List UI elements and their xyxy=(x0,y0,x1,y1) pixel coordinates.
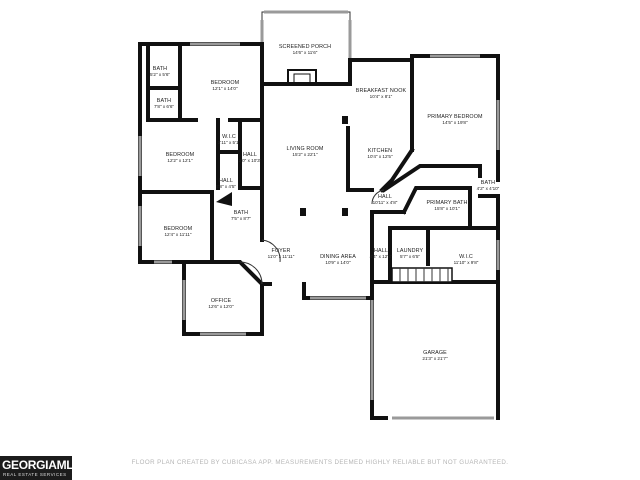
foyer-name: FOYER xyxy=(271,248,290,254)
bath-2-dim: 7'8" x 6'6" xyxy=(154,104,174,109)
bedroom-sw-dim: 12'4" x 11'11" xyxy=(164,232,191,237)
wic-small-name: W.I.C xyxy=(222,134,236,140)
wic-large-dim: 11'10" x 9'8" xyxy=(454,260,479,265)
bedroom-sw-name: BEDROOM xyxy=(164,226,193,232)
logo-sub-text: REAL ESTATE SERVICES xyxy=(3,472,67,477)
foyer-dim: 11'0" x 11'11" xyxy=(268,254,295,259)
hall-d-name: HALL xyxy=(374,248,388,254)
dining-area-dim: 10'9" x 14'0" xyxy=(325,260,351,265)
breakfast-nook-dim: 10'4" x 8'1" xyxy=(370,94,393,99)
screened-porch-name: SCREENED PORCH xyxy=(279,44,331,50)
hall-d-dim: 4'4" x 12'8" xyxy=(370,254,393,259)
bath-top-name: BATH xyxy=(153,66,167,72)
hall-c-name: HALL xyxy=(378,194,392,200)
office-dim: 12'6" x 12'0" xyxy=(208,304,234,309)
dining-area-name: DINING AREA xyxy=(320,254,356,260)
kitchen-dim: 10'4" x 12'5" xyxy=(367,154,393,159)
bedroom-nw-name: BEDROOM xyxy=(211,80,240,86)
fireplace xyxy=(287,69,317,85)
office-name: OFFICE xyxy=(211,298,232,304)
laundry-dim: 5'7" x 6'5" xyxy=(400,254,420,259)
wic-large-name: W.I.C xyxy=(459,254,473,260)
primary-bath-name: PRIMARY BATH xyxy=(426,200,467,206)
bath-2-name: BATH xyxy=(157,98,171,104)
bath-5-name: BATH xyxy=(234,210,248,216)
screened-porch-dim: 14'6" x 11'6" xyxy=(293,50,318,55)
bedroom-w-name: BEDROOM xyxy=(166,152,195,158)
primary-bedroom-name: PRIMARY BEDROOM xyxy=(427,114,483,120)
windows xyxy=(138,42,500,400)
living-room-name: LIVING ROOM xyxy=(286,146,323,152)
hall-b-name: HALL xyxy=(219,178,233,184)
disclaimer-footer: FLOOR PLAN CREATED BY CUBICASA APP. MEAS… xyxy=(131,459,509,466)
bath-4-name: BATH xyxy=(481,180,495,186)
primary-bath-dim: 15'8" x 10'1" xyxy=(434,206,460,211)
primary-bedroom-dim: 14'5" x 19'8" xyxy=(442,120,468,125)
bath-5-dim: 7'5" x 8'7" xyxy=(231,216,251,221)
bedroom-nw-dim: 12'1" x 14'0" xyxy=(212,86,238,91)
hall-b-dim: 5'8" x 4'5" xyxy=(216,184,236,189)
logo-main-text: GEORGIAMLS xyxy=(2,458,82,472)
exterior-walls xyxy=(138,42,500,420)
garage-name: GARAGE xyxy=(423,350,447,356)
stairs xyxy=(391,267,453,283)
hall-a-dim: 3'0" x 10'3" xyxy=(239,158,262,163)
laundry-name: LAUNDRY xyxy=(397,248,424,254)
bath-4-dim: 4'2" x 4'10" xyxy=(477,186,500,191)
hall-a-name: HALL xyxy=(243,152,257,158)
kitchen-name: KITCHEN xyxy=(368,148,392,154)
bedroom-w-dim: 12'2" x 12'1" xyxy=(167,158,193,163)
hall-c-dim: 10'11" x 4'8" xyxy=(373,200,398,205)
door-swings xyxy=(239,189,385,285)
bath-top-dim: 5'2" x 5'6" xyxy=(150,72,170,77)
breakfast-nook-name: BREAKFAST NOOK xyxy=(356,88,407,94)
georgiamls-logo: GEORGIAMLS REAL ESTATE SERVICES xyxy=(0,456,81,480)
interior-walls xyxy=(138,42,500,287)
wic-small-dim: 2'11" x 5'1" xyxy=(218,140,241,145)
garage-dim: 21'3" x 21'7" xyxy=(422,356,448,361)
living-room-dim: 15'2" x 22'1" xyxy=(292,152,318,157)
room-labels: SCREENED PORCH 14'6" x 11'6" BATH 5'2" x… xyxy=(150,44,500,361)
